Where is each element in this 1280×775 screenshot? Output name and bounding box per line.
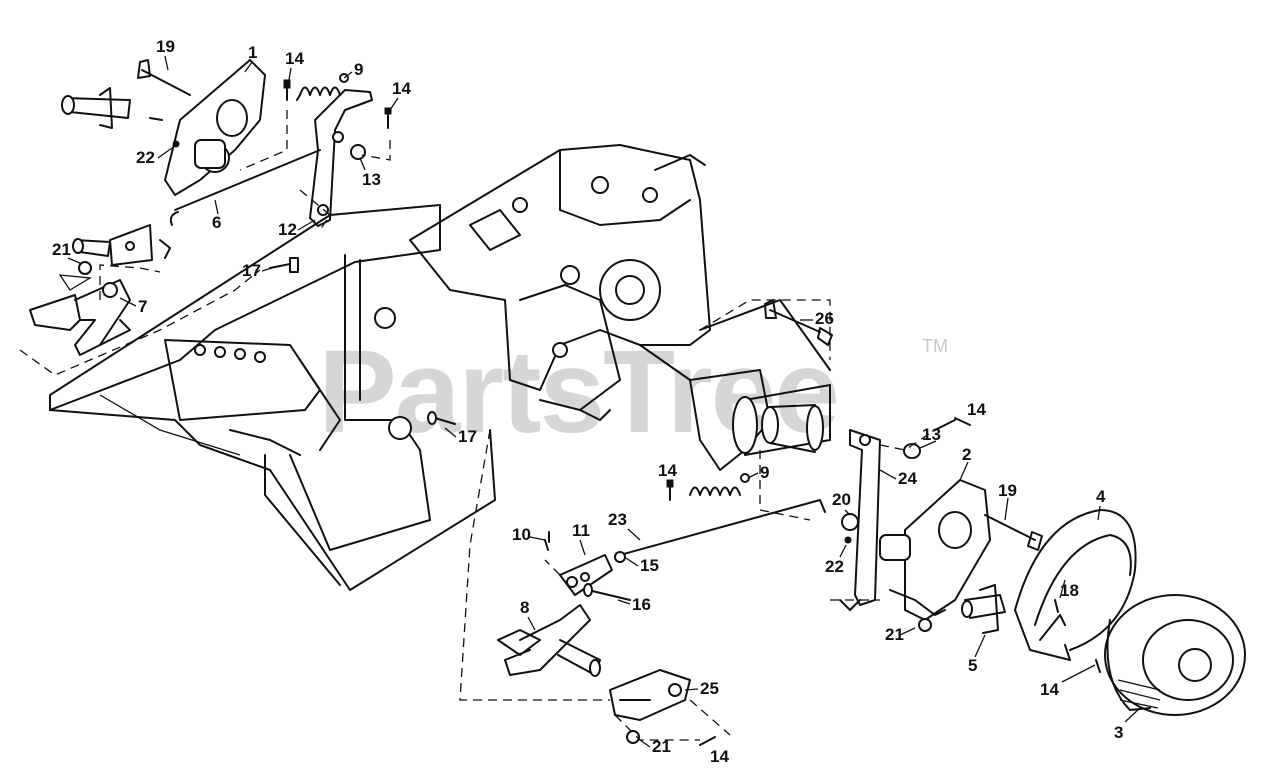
clip-part-10 bbox=[544, 531, 550, 551]
callout-18: 18 bbox=[1060, 581, 1079, 600]
rod-part-23 bbox=[619, 499, 826, 556]
washer-13-right bbox=[903, 443, 921, 459]
callout-26: 26 bbox=[815, 309, 834, 328]
callout-4: 4 bbox=[1096, 487, 1106, 506]
callout-1: 1 bbox=[248, 43, 257, 62]
callout-20: 20 bbox=[832, 490, 851, 509]
nut-21-outline bbox=[58, 274, 93, 291]
part-22-nut-top bbox=[172, 140, 180, 148]
brake-drum-part-3 bbox=[1104, 594, 1246, 716]
pin-left-top bbox=[61, 87, 131, 129]
bracket-part-1 bbox=[164, 59, 266, 196]
nut-part-22-right bbox=[844, 536, 852, 544]
clevis-left bbox=[72, 224, 171, 266]
callout-9-lower: 9 bbox=[760, 463, 769, 482]
callout-17-top: 17 bbox=[242, 261, 261, 280]
bolt-part-19-top bbox=[137, 59, 191, 96]
nut-21-bottom bbox=[626, 730, 640, 744]
callout-14-top: 14 bbox=[285, 49, 304, 68]
callout-labels: 19 1 14 9 14 22 13 6 12 21 7 17 26 17 13… bbox=[52, 37, 1123, 766]
callout-3: 3 bbox=[1114, 723, 1123, 742]
output-shaft bbox=[732, 384, 831, 456]
lever-part-24 bbox=[839, 429, 881, 611]
callout-22-top: 22 bbox=[136, 148, 155, 167]
cotter-pin-14-top bbox=[283, 79, 291, 101]
leader-26 bbox=[699, 299, 831, 360]
callout-14-right: 14 bbox=[967, 400, 986, 419]
callout-23: 23 bbox=[608, 510, 627, 529]
callout-8: 8 bbox=[520, 598, 529, 617]
bolt-part-17-top bbox=[269, 257, 299, 273]
bolt-part-17-lower bbox=[427, 411, 456, 425]
washer-13-top bbox=[350, 144, 366, 160]
callout-14-lower-right: 14 bbox=[1040, 680, 1059, 699]
callout-17-lower: 17 bbox=[458, 427, 477, 446]
callout-21-right: 21 bbox=[885, 625, 904, 644]
callout-10: 10 bbox=[512, 525, 531, 544]
leader-13-top bbox=[361, 140, 391, 161]
watermark-trademark: TM bbox=[922, 336, 948, 356]
callout-14-bottom: 14 bbox=[710, 747, 729, 766]
callout-22-right: 22 bbox=[825, 557, 844, 576]
spring-part-9-top bbox=[296, 73, 349, 101]
callout-19-top: 19 bbox=[156, 37, 175, 56]
callout-14-middle: 14 bbox=[658, 461, 677, 480]
leader-lower-left bbox=[459, 429, 610, 701]
pedal-arm-part-7 bbox=[29, 279, 131, 356]
spring-part-9-lower bbox=[689, 473, 750, 496]
screw-near-1 bbox=[149, 117, 163, 121]
leader-12 bbox=[299, 189, 331, 231]
pin-part-16 bbox=[583, 583, 631, 601]
cotter-pin-14-middle bbox=[666, 479, 674, 501]
leader-frame-left bbox=[19, 269, 261, 376]
callout-12: 12 bbox=[278, 220, 297, 239]
callout-13-top: 13 bbox=[362, 170, 381, 189]
callout-2: 2 bbox=[962, 445, 971, 464]
clevis-part-11 bbox=[559, 554, 613, 596]
bracket-part-25 bbox=[609, 669, 691, 721]
callout-11: 11 bbox=[572, 521, 590, 540]
leader-25 bbox=[689, 699, 731, 736]
callout-16: 16 bbox=[632, 595, 651, 614]
pin-14-bottom bbox=[699, 736, 716, 746]
callout-21-left: 21 bbox=[52, 240, 71, 259]
callout-25: 25 bbox=[700, 679, 719, 698]
pin-part-5 bbox=[961, 584, 1006, 634]
nut-part-20 bbox=[841, 513, 859, 531]
leader-7 bbox=[99, 264, 161, 300]
chassis-frame bbox=[49, 204, 496, 591]
brake-band-part-4 bbox=[1014, 509, 1137, 661]
callout-15: 15 bbox=[640, 556, 659, 575]
callout-7: 7 bbox=[138, 297, 147, 316]
pin-14-lower-right bbox=[1095, 659, 1101, 673]
leader-23 bbox=[759, 450, 811, 521]
pedal-arm-part-8 bbox=[497, 604, 601, 677]
cotter-pin-14-right bbox=[934, 417, 971, 431]
callout-14-top-right: 14 bbox=[392, 79, 411, 98]
leader-10 bbox=[544, 559, 561, 576]
bolt-part-26 bbox=[764, 299, 833, 346]
leader-13-right bbox=[879, 429, 936, 451]
screw-part-18 bbox=[1054, 599, 1059, 613]
nut-part-15 bbox=[614, 551, 626, 563]
cotter-pin-14-top-right bbox=[384, 107, 392, 129]
nut-21-left bbox=[78, 261, 92, 275]
transaxle-housing bbox=[409, 144, 831, 471]
callout-6: 6 bbox=[212, 213, 221, 232]
callout-13-right: 13 bbox=[922, 425, 941, 444]
callout-pointers bbox=[67, 55, 1141, 748]
callout-21-bottom: 21 bbox=[652, 737, 671, 756]
bolt-part-19-right bbox=[984, 514, 1043, 551]
nut-21-right bbox=[918, 618, 932, 632]
bracket-part-2 bbox=[879, 479, 991, 621]
callout-24: 24 bbox=[898, 469, 917, 488]
callout-19-right: 19 bbox=[998, 481, 1017, 500]
callout-5: 5 bbox=[968, 656, 977, 675]
callout-9-top: 9 bbox=[354, 60, 363, 79]
rod-part-6 bbox=[169, 149, 321, 226]
